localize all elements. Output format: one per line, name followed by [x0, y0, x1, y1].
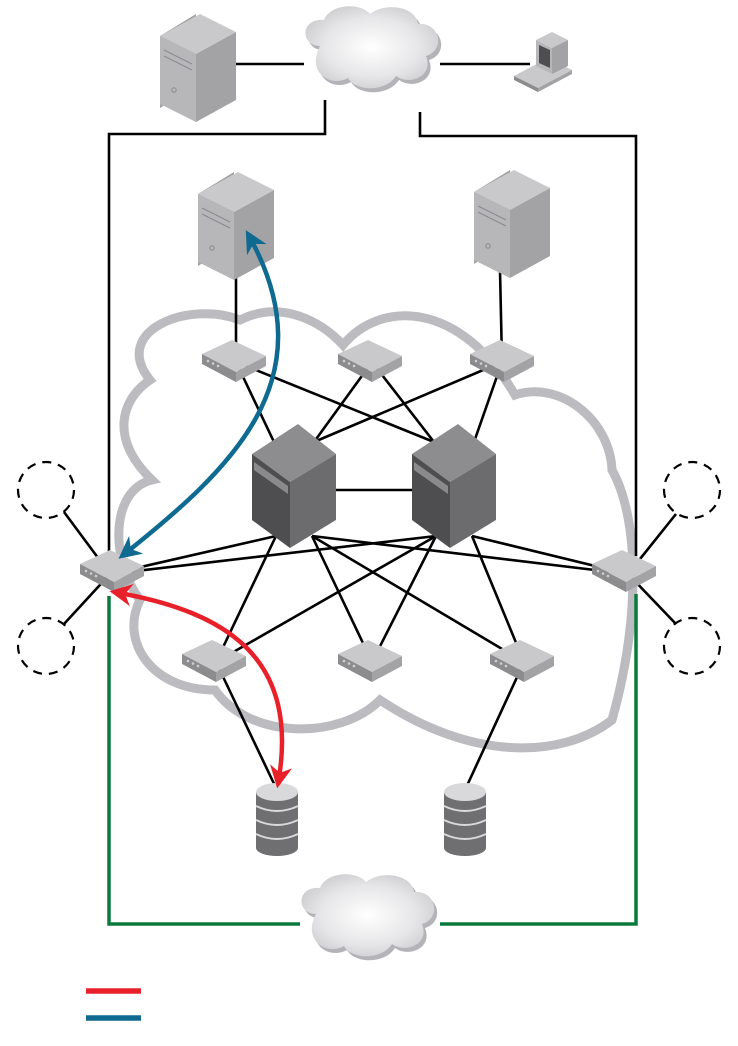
placeholder-right-bottom-placeholder-circle-icon — [664, 618, 720, 674]
placeholder-right-top-placeholder-circle-icon — [664, 462, 720, 518]
bottom-cloud-cloud-icon — [301, 874, 437, 960]
edge-switch-bottom-left-switch-icon — [182, 640, 246, 682]
top-workstation-workstation-icon — [514, 32, 572, 92]
placeholder-left-bottom-placeholder-circle-icon — [18, 618, 74, 674]
link-edge-switch-bottom-right-to-core-chassis-left — [312, 536, 524, 662]
edge-switch-top-left-switch-icon — [202, 340, 266, 382]
core-chassis-left-core-chassis-icon — [252, 424, 336, 548]
top-server-server-icon — [156, 14, 236, 122]
top-cloud-cloud-icon — [305, 6, 441, 92]
storage-left-database-icon — [256, 783, 298, 856]
server-right-server-icon — [470, 170, 550, 278]
edge-switch-bottom-mid-switch-icon — [338, 640, 402, 682]
links-layer — [64, 64, 676, 924]
placeholder-left-top-placeholder-circle-icon — [18, 462, 74, 518]
border-switch-right-switch-icon — [592, 550, 656, 592]
core-chassis-right-core-chassis-icon — [412, 424, 496, 548]
backup-link-border-switch-right-to-bottom-cloud — [440, 594, 636, 924]
link-edge-switch-bottom-right-to-storage-right — [465, 662, 524, 790]
link-edge-switch-bottom-left-to-core-chassis-left — [216, 536, 276, 662]
link-border-switch-right-to-core-chassis-left — [312, 536, 628, 574]
storage-right-database-icon — [444, 783, 486, 856]
legend — [86, 991, 141, 1018]
